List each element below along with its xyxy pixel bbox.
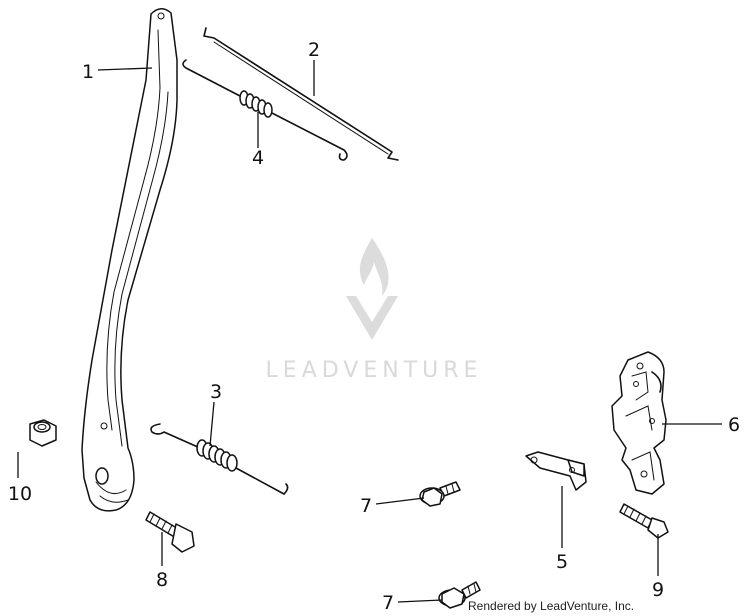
callout-6: 6 [728, 414, 740, 436]
part-8-bolt [145, 511, 195, 553]
footer-credit: Rendered by LeadVenture, Inc. [468, 599, 634, 613]
part-3-coil [196, 439, 238, 472]
part-5-bracket [525, 451, 587, 491]
part-4-spring-wire [182, 59, 348, 161]
part-9-screw [619, 503, 669, 539]
leader-lines [17, 60, 722, 603]
callout-2: 2 [308, 39, 320, 61]
part-6-bracket [611, 351, 667, 495]
leader-3 [209, 401, 215, 447]
part-7-bolt-lower [438, 581, 481, 609]
part-4-coil [239, 90, 273, 118]
part-10-nut [29, 419, 57, 447]
part-2-rod [203, 27, 399, 161]
callout-9: 9 [652, 579, 664, 601]
leader-7a [375, 497, 425, 505]
callout-1: 1 [82, 61, 94, 83]
part-7-bolt-upper [419, 481, 461, 507]
leadventure-flame-logo [346, 238, 398, 340]
callout-3: 3 [210, 381, 222, 403]
watermark: LEADVENTURE [266, 238, 483, 383]
callout-8: 8 [156, 569, 168, 591]
watermark-text: LEADVENTURE [266, 358, 483, 383]
callout-10: 10 [8, 483, 32, 505]
leader-1 [97, 67, 153, 71]
callout-5: 5 [556, 551, 568, 573]
part-3-spring [150, 423, 289, 495]
leader-7b [397, 599, 443, 603]
callout-7-lower: 7 [382, 592, 394, 614]
callout-7-upper: 7 [360, 495, 372, 517]
part-1-lever-arm [81, 8, 178, 512]
callout-4: 4 [252, 147, 264, 169]
callout-numbers: 1 2 3 4 5 6 7 7 8 9 10 [8, 39, 740, 614]
